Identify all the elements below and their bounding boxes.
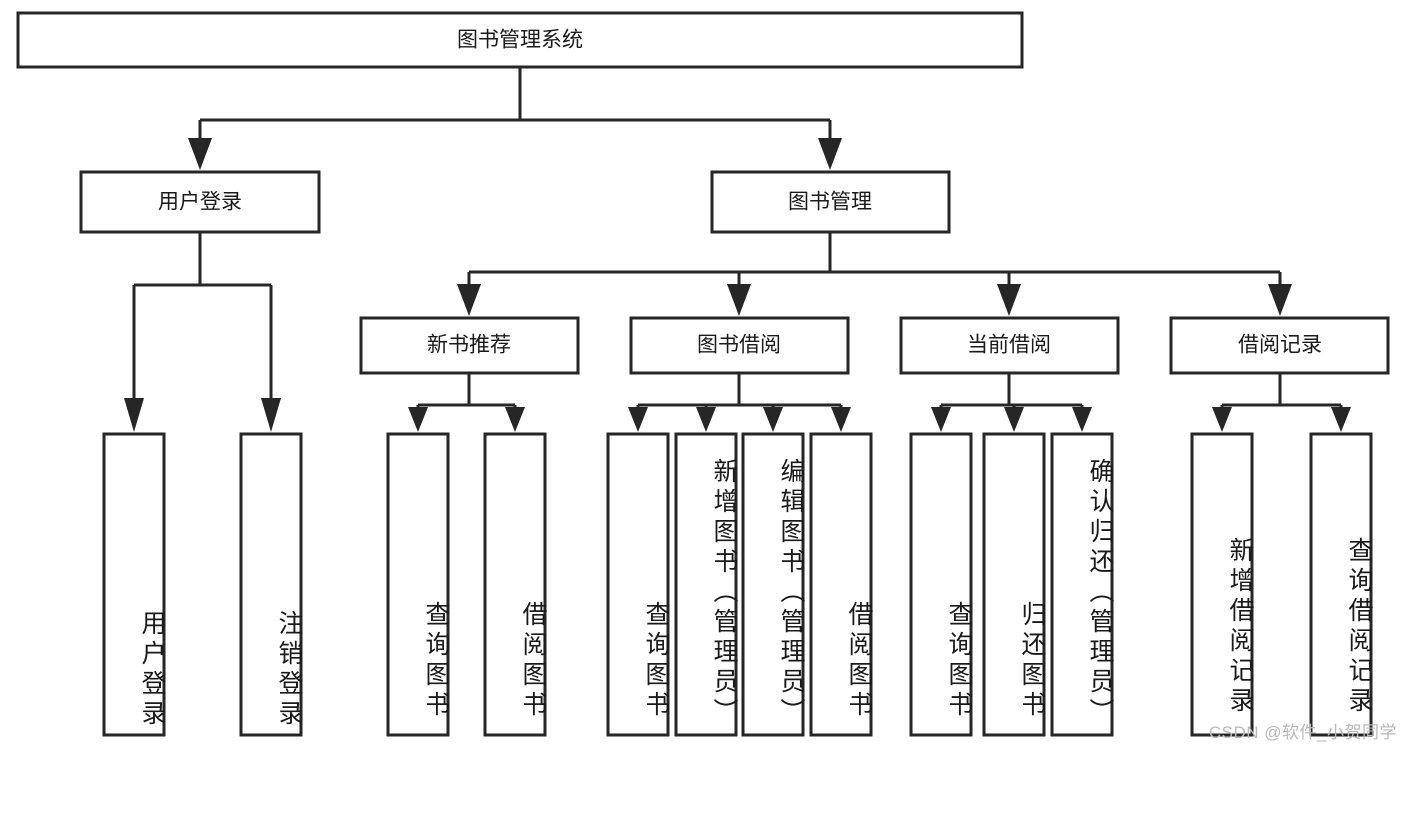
arrow-borrow-leaf1-icon bbox=[628, 407, 648, 432]
node-book-management-label: 图书管理 bbox=[788, 191, 872, 214]
leaf-box-confirm-return-admin[interactable] bbox=[1050, 432, 1114, 737]
arrow-userlogin-leaf1-icon bbox=[124, 398, 144, 432]
node-book-management[interactable]: 图书管理 bbox=[710, 170, 951, 234]
node-root[interactable]: 图书管理系统 bbox=[16, 11, 1024, 69]
node-current-borrow-box[interactable] bbox=[899, 316, 1120, 375]
leaf-box-query-borrow-record[interactable] bbox=[1309, 432, 1373, 737]
node-root-box[interactable] bbox=[16, 11, 1024, 69]
arrow-current-leaf3-icon bbox=[1072, 407, 1092, 432]
leaf-box-query-book-current[interactable] bbox=[909, 432, 973, 737]
leaf-box-add-book-admin[interactable] bbox=[674, 432, 738, 737]
arrow-newbook-leaf2-icon bbox=[505, 407, 525, 432]
node-new-book-recommend-box[interactable] bbox=[359, 316, 580, 375]
arrow-borrow-leaf4-icon bbox=[831, 407, 851, 432]
arrow-bookmgmt-to-borrow-icon bbox=[727, 284, 751, 316]
arrow-borrow-leaf2-icon bbox=[696, 407, 716, 432]
arrow-bookmgmt-to-current-icon bbox=[997, 284, 1021, 316]
arrow-newbook-leaf1-icon bbox=[408, 407, 428, 432]
node-current-borrow-label: 当前借阅 bbox=[967, 334, 1051, 357]
node-user-login-box[interactable] bbox=[79, 170, 321, 234]
arrow-record-leaf2-icon bbox=[1331, 407, 1351, 432]
node-borrow-record-box[interactable] bbox=[1169, 316, 1390, 375]
arrow-userlogin-leaf2-icon bbox=[261, 398, 281, 432]
leaf-box-return-book[interactable] bbox=[982, 432, 1046, 737]
arrow-root-to-book-mgmt-icon bbox=[818, 138, 842, 170]
leaf-box-add-borrow-record[interactable] bbox=[1190, 432, 1254, 737]
node-new-book-recommend-label: 新书推荐 bbox=[427, 334, 511, 357]
node-user-login[interactable]: 用户登录 bbox=[79, 170, 321, 234]
node-current-borrow[interactable]: 当前借阅 bbox=[899, 316, 1120, 375]
leaf-box-borrow-book-newbook[interactable] bbox=[483, 432, 547, 737]
node-new-book-recommend[interactable]: 新书推荐 bbox=[359, 316, 580, 375]
arrow-current-leaf2-icon bbox=[1004, 407, 1024, 432]
arrow-record-leaf1-icon bbox=[1212, 407, 1232, 432]
diagram-canvas: 图书管理系统 用户登录 图书管理 新书推荐 图书借阅 当前借阅 借阅记录 bbox=[16, 11, 1397, 742]
csdn-watermark: CSDN @软件_小贺同学 bbox=[1208, 723, 1397, 742]
leaf-box-edit-book-admin[interactable] bbox=[741, 432, 805, 737]
leaf-box-query-book-newbook[interactable] bbox=[386, 432, 450, 737]
node-book-borrow-box[interactable] bbox=[629, 316, 850, 375]
arrow-current-leaf1-icon bbox=[931, 407, 951, 432]
node-borrow-record[interactable]: 借阅记录 bbox=[1169, 316, 1390, 375]
node-book-management-box[interactable] bbox=[710, 170, 951, 234]
arrow-bookmgmt-to-record-icon bbox=[1268, 284, 1292, 316]
leaf-box-logout[interactable] bbox=[239, 432, 303, 737]
node-book-borrow-label: 图书借阅 bbox=[697, 334, 781, 357]
tree-diagram-svg: 图书管理系统 用户登录 图书管理 新书推荐 图书借阅 当前借阅 借阅记录 bbox=[16, 11, 1390, 737]
connector-layer bbox=[124, 67, 1351, 432]
node-user-login-label: 用户登录 bbox=[158, 191, 242, 214]
node-root-label: 图书管理系统 bbox=[457, 29, 583, 52]
leaf-box-borrow-book[interactable] bbox=[809, 432, 873, 737]
arrow-root-to-user-login-icon bbox=[188, 138, 212, 170]
leaf-box-query-book-borrow[interactable] bbox=[606, 432, 670, 737]
node-book-borrow[interactable]: 图书借阅 bbox=[629, 316, 850, 375]
arrow-bookmgmt-to-newbook-icon bbox=[457, 284, 481, 316]
arrow-borrow-leaf3-icon bbox=[763, 407, 783, 432]
node-borrow-record-label: 借阅记录 bbox=[1238, 334, 1322, 357]
leaf-box-layer bbox=[102, 432, 1373, 737]
leaf-box-user-login[interactable] bbox=[102, 432, 166, 737]
